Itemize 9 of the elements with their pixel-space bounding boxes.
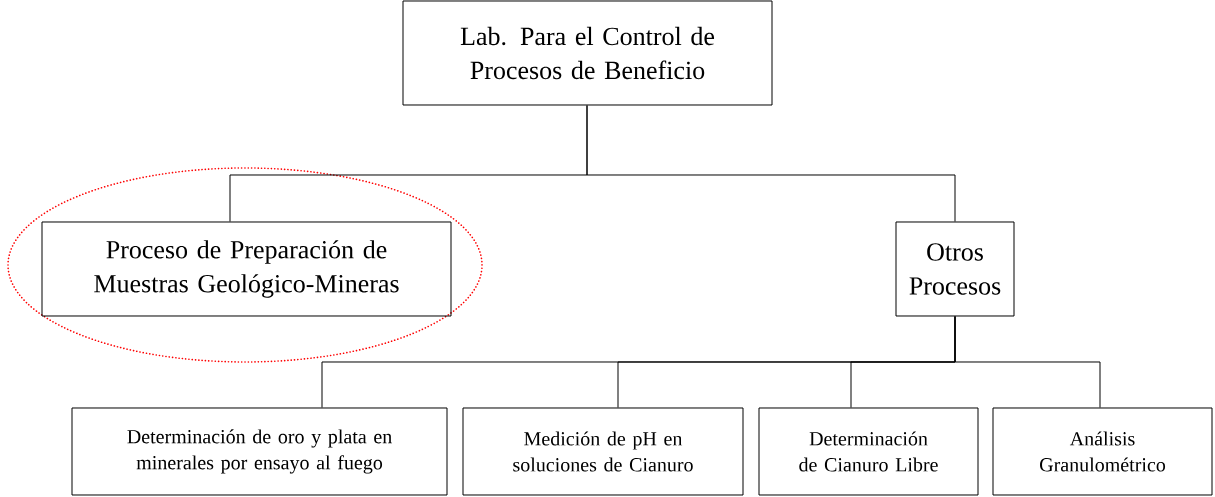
process-box: Determinación de oro y plata en minerales por ensayo al fuego <box>71 407 448 496</box>
process-box: Medición de pH en soluciones de Cianuro <box>462 407 744 496</box>
connector-line <box>586 105 956 222</box>
process-box: Proceso de Preparación de Muestras Geológico-Mineras <box>41 221 452 317</box>
process-box: Lab. Para el Control de Procesos de Beneficio <box>402 0 773 106</box>
connector-line <box>954 316 1101 408</box>
process-box: Análisis Granulométrico <box>992 407 1213 496</box>
process-box: Otros Procesos <box>895 221 1015 317</box>
process-box: Determinación de Cianuro Libre <box>758 407 979 496</box>
